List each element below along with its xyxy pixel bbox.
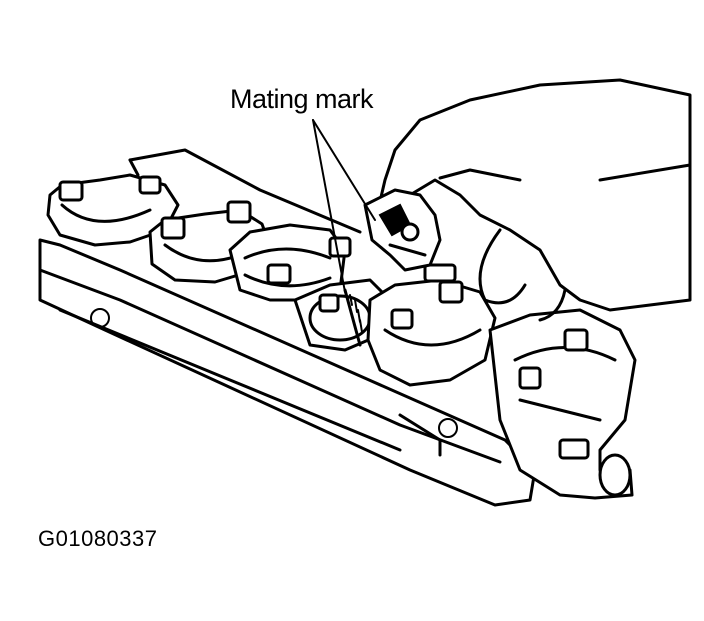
connecting-rod-cap [228, 223, 352, 302]
mating-mark-label: Mating mark [230, 84, 374, 114]
figure-id: G01080337 [38, 526, 158, 551]
mating-mark-tool [363, 188, 442, 272]
rear-bearing-cap [488, 308, 637, 500]
engine-block [38, 148, 537, 507]
hand [376, 78, 692, 322]
bearing-cap-1 [46, 173, 180, 247]
callout-leader-lines [312, 119, 376, 293]
crankshaft-journal [293, 278, 392, 352]
bearing-cap-4 [366, 263, 497, 387]
